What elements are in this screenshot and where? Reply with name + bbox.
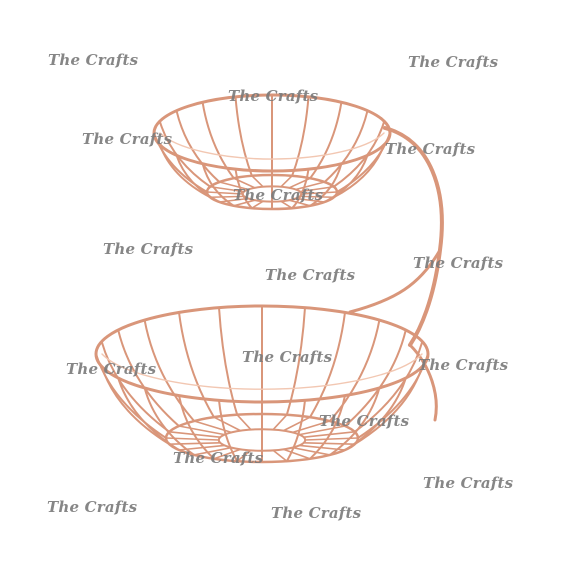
bottom-bowl-spoke [236,449,252,462]
top-bowl-spoke [218,181,250,191]
bottom-bowl-spoke [168,441,222,446]
watermark: The Crafts [423,474,514,492]
bottom-bowl-spoke [282,448,311,460]
bottom-bowl-rib [344,329,407,427]
top-bowl-rib [158,120,212,188]
watermark: The Crafts [66,360,157,378]
watermark: The Crafts [47,498,138,516]
watermark: The Crafts [319,412,410,430]
bottom-bowl-rib [309,311,346,419]
top-bowl-spoke [251,175,264,188]
bottom-bowl-spoke [178,444,226,451]
watermark: The Crafts [385,140,476,158]
top-bowl-spoke [288,177,312,189]
top-bowl-rib [234,95,253,177]
watermark: The Crafts [48,51,139,69]
bottom-bowl-spoke [302,430,356,439]
watermark: The Crafts [228,87,319,105]
top-bowl-spoke [209,185,245,193]
top-bowl-spoke [300,191,338,195]
bottom-bowl-rib [143,319,196,422]
stand-rod [383,126,444,347]
bottom-bowl-rib [285,306,306,416]
watermark: The Crafts [265,266,356,284]
top-bowl-spoke [294,197,326,203]
top-bowl-rib [332,143,386,199]
bottom-bowl-spoke [298,425,346,436]
bottom-bowl-spoke [272,414,288,431]
bottom-bowl-rib [353,365,424,446]
stand-foot [408,343,438,422]
bottom-bowl-rib [328,319,381,422]
bottom-bowl-rib [353,340,424,433]
bottom-bowl-spoke [291,420,331,434]
stand-arm [348,248,442,314]
bottom-bowl-spoke [302,441,356,446]
bottom-bowl-spoke [304,437,359,441]
bottom-bowl-spoke [282,416,311,432]
watermark: The Crafts [82,130,173,148]
top-bowl-spoke [280,175,293,188]
top-bowl-spoke [288,199,312,207]
top-bowl-spoke [218,197,250,203]
top-bowl-rib [201,101,235,180]
top-bowl-spoke [206,191,244,195]
bottom-bowl-rib [357,353,429,439]
top-bowl-rib [332,120,386,188]
bottom-bowl-spoke [236,414,252,431]
top-bowl-spoke [294,181,326,191]
bottom-bowl-spoke [193,446,233,456]
bottom-bowl-spoke [298,444,346,451]
bottom-bowl-spoke [178,425,226,436]
watermark: The Crafts [173,449,264,467]
watermark: The Crafts [271,504,362,522]
top-bowl-spoke [251,200,264,209]
bottom-bowl-spoke [272,449,288,462]
bottom-bowl-rib [95,353,167,439]
watermark: The Crafts [408,53,499,71]
top-bowl-rib [309,101,343,180]
bottom-bowl-spoke [165,437,220,441]
top-bowl-spoke [232,177,256,189]
watermark: The Crafts [418,356,509,374]
watermark: The Crafts [413,254,504,272]
bottom-bowl-rim-highlight [101,353,423,390]
watermark: The Crafts [103,240,194,258]
top-bowl-rim-highlight [159,132,385,160]
bottom-bowl-rib [117,329,180,427]
bottom-bowl-rib [100,340,171,433]
top-bowl-rib [153,132,208,193]
bottom-bowl-spoke [213,448,242,460]
bottom-bowl-spoke [168,430,222,439]
bottom-bowl-spoke [213,416,242,432]
top-bowl-spoke [299,185,335,193]
watermark: The Crafts [233,186,324,204]
top-bowl-spoke [299,195,335,199]
top-bowl-spoke [209,195,245,199]
bottom-bowl-spoke [291,446,331,456]
bottom-bowl-rib [218,306,239,416]
top-bowl-spoke [232,199,256,207]
bottom-bowl-rib [178,311,215,419]
bottom-bowl-spoke [193,420,233,434]
watermark: The Crafts [242,348,333,366]
top-bowl-rib [291,95,310,177]
top-bowl-spoke [280,200,293,209]
